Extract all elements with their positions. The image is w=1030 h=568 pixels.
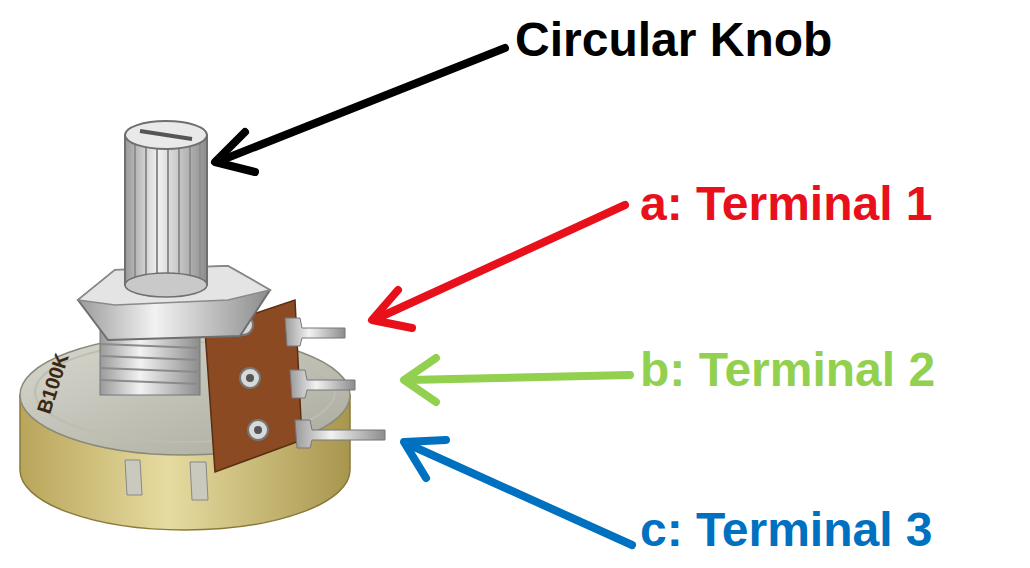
leader-arrow (410, 445, 632, 545)
knob-shaft (125, 135, 207, 285)
leader-arrow (408, 375, 630, 380)
terminal-label: c: Terminal 3 (640, 502, 933, 557)
terminal-pin (285, 318, 345, 346)
terminal-label: a: Terminal 1 (640, 176, 933, 231)
terminal-label: b: Terminal 2 (640, 342, 935, 397)
leader-arrow (378, 205, 625, 318)
part-label: Circular Knob (515, 12, 832, 67)
knob-top (125, 121, 207, 149)
hex-nut (78, 266, 270, 340)
terminal-pin (295, 420, 385, 448)
mounting-tab (125, 460, 142, 495)
mounting-tab (190, 462, 208, 500)
leader-arrow (222, 48, 505, 160)
terminal-pin (290, 370, 355, 398)
